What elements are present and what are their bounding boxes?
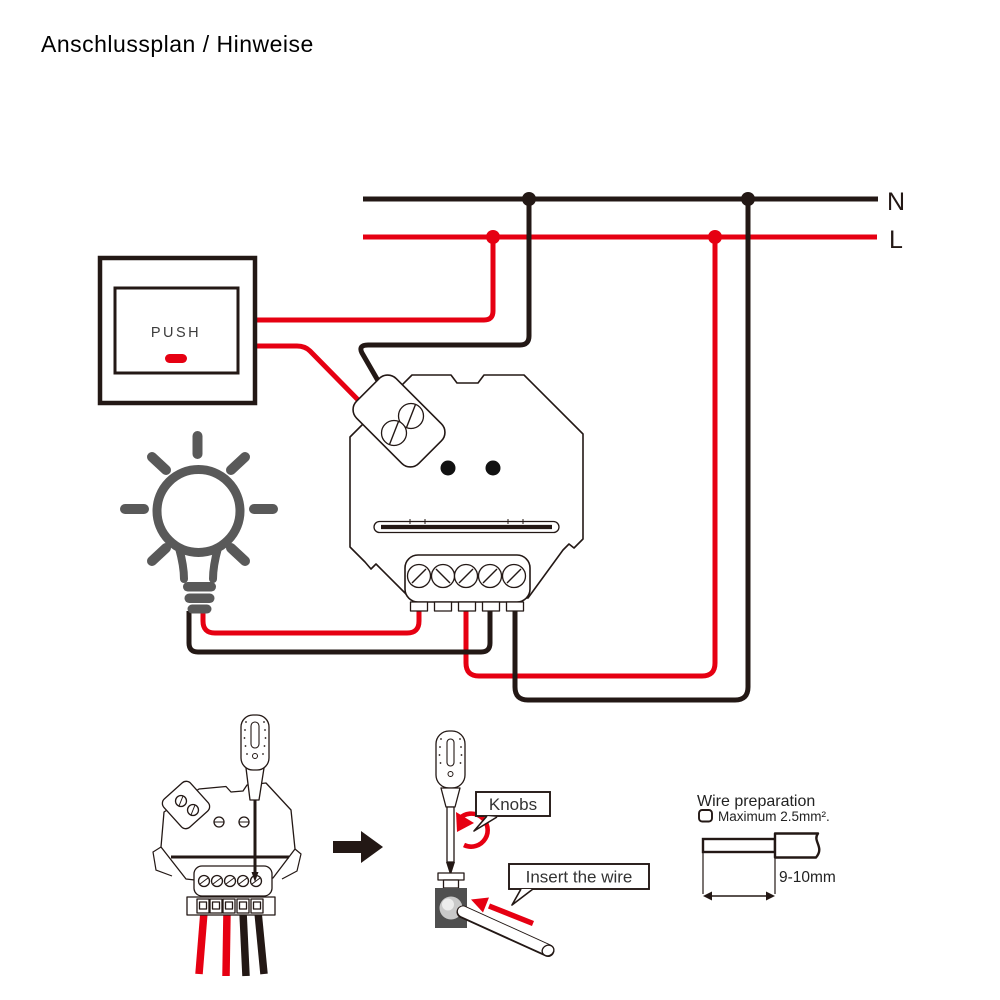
junction-l-right [708,230,722,244]
stripped-wire-figure: 9-10mm [701,832,836,901]
lamp-icon [120,431,278,614]
wire-l-to-switch [257,237,496,323]
label-neutral: N [887,188,905,216]
bulb-base-1 [183,582,216,592]
switch-indicator [165,354,187,363]
label-line: L [889,226,903,254]
wire-prep-spec: Maximum 2.5mm². [718,809,830,824]
page-title: Anschlussplan / Hinweise [41,31,314,57]
screwdriver-icon-2 [435,730,466,876]
module-3d-input-terminal [161,780,211,830]
knobs-label: Knobs [489,795,537,814]
junction-dots [486,192,755,244]
indicator-dot-left [440,460,456,476]
insert-arrow-shaft [487,903,535,927]
strip-length-label: 9-10mm [779,869,836,886]
insert-wire-label: Insert the wire [526,868,633,887]
module-wires [195,911,268,977]
wire-n-to-module [358,199,532,400]
black-wires [186,199,751,703]
wire-insulation [773,832,821,859]
wire-preparation: Wire preparation Maximum 2.5mm². 9-10mm [697,793,836,901]
module-3d-clamps [196,898,264,914]
module-3d-screws [197,874,263,888]
screwdriver-tip [446,862,455,876]
next-step-arrow-icon [333,831,383,863]
bulb-neck-left [175,544,188,583]
input-terminal-screws [380,402,425,447]
wire-module-to-l [463,237,718,679]
power-lines [363,196,878,240]
wire-switch-to-module [257,343,369,411]
insert-wire-callout: Insert the wire [508,863,650,906]
wire-terminal [435,872,555,957]
install-step-terminal: Knobs Insert the wire [435,730,650,957]
bare-conductor [701,837,777,854]
wire-prep-heading: Wire preparation [697,793,815,810]
junction-n-right [741,192,755,206]
junction-l-left [486,230,500,244]
wire-lamp-red-lead [200,606,422,636]
junction-n-left [522,192,536,206]
push-switch: PUSH [97,255,258,406]
terminal-tabs [409,601,525,612]
wire-lamp-black-lead [186,606,493,655]
bulb-neck-right [209,544,222,583]
handle-texture [243,721,267,755]
bulb-rays [120,431,278,566]
bulb-glass [152,465,245,557]
install-step-module [152,714,302,977]
module-clip-right [281,848,302,880]
wire-module-to-n [512,199,751,703]
insert-arrow-head [471,897,489,913]
module-clip-left [152,846,173,877]
output-terminal-screws [406,563,527,589]
red-wires [200,237,718,679]
knobs-callout: Knobs [473,791,551,832]
bulb-base-3 [187,604,212,614]
screwdriver-shaft [446,806,455,863]
screwdriver-icon [240,714,270,882]
wire-gauge-icon [698,809,713,823]
bulb-base-2 [184,593,215,603]
rotate-arrow-icon [456,811,490,849]
indicator-dot-right [485,460,501,476]
module-slot [373,519,560,534]
dimmer-module [349,374,584,612]
push-label: PUSH [151,325,201,341]
